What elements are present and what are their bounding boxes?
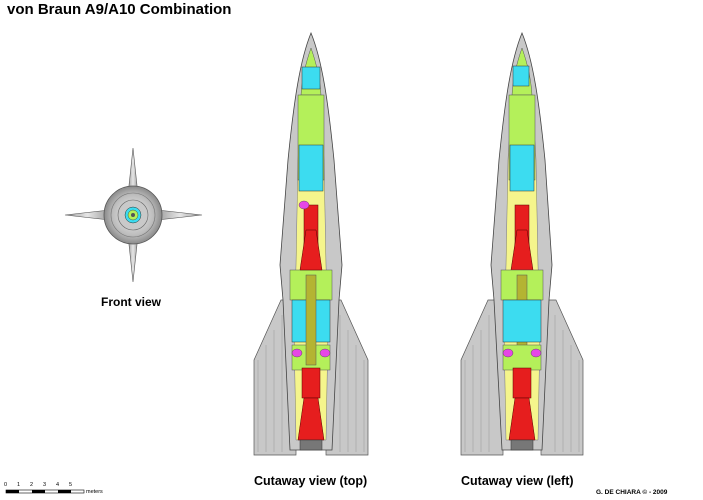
- pump-lower-right-2: [530, 348, 542, 358]
- rocket-top-view: [253, 31, 369, 456]
- center-shaft: [305, 274, 317, 366]
- fin-right: [156, 209, 203, 221]
- pump-lower-left-2: [502, 348, 514, 358]
- engine-exhaust: [299, 439, 323, 451]
- lower-tank-cyan-2: [502, 299, 542, 343]
- pump-upper: [298, 200, 310, 210]
- page-title: von Braun A9/A10 Combination: [7, 1, 232, 18]
- scale-tick-1: 1: [17, 482, 21, 488]
- rocket-left-view: [460, 31, 584, 456]
- main-engine-bell: [297, 397, 325, 441]
- scale-tick-0: 0: [4, 482, 8, 488]
- front-body-ring: [110, 192, 156, 238]
- scale-bar: [5, 489, 85, 494]
- cutaway-left-caption: Cutaway view (left): [461, 474, 574, 488]
- front-nose-tip: [131, 213, 135, 217]
- scale-tick-3: 3: [43, 482, 47, 488]
- front-view-caption: Front view: [101, 295, 162, 309]
- main-engine-red-2: [512, 367, 532, 399]
- author-credit: G. DE CHIARA © - 2009: [596, 489, 668, 496]
- cockpit-cyan: [301, 66, 321, 90]
- scale-tick-4: 4: [56, 482, 60, 488]
- lower-lime-2: [502, 344, 542, 371]
- main-engine-red: [301, 367, 321, 399]
- engine-exhaust-2: [510, 439, 534, 451]
- front-view: [64, 147, 203, 283]
- pump-lower-left: [291, 348, 303, 358]
- main-engine-bell-2: [508, 397, 536, 441]
- pump-lower-right: [319, 348, 331, 358]
- cockpit-cyan-2: [512, 65, 530, 87]
- upper-engine-bell: [299, 229, 323, 271]
- scale-tick-5: 5: [69, 482, 73, 488]
- upper-tank-cyan-2: [509, 144, 535, 192]
- scale-unit: meters: [86, 489, 103, 495]
- cutaway-top-caption: Cutaway view (top): [254, 474, 368, 488]
- scale-tick-2: 2: [30, 482, 34, 488]
- fin-left: [64, 209, 111, 221]
- upper-tank-cyan: [298, 144, 324, 192]
